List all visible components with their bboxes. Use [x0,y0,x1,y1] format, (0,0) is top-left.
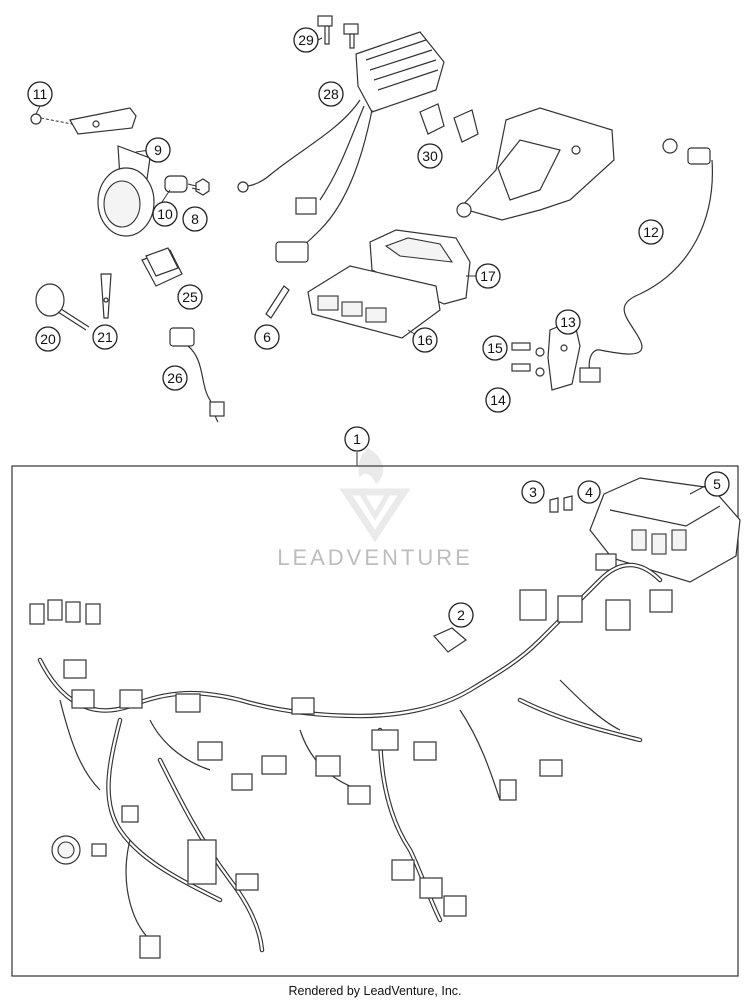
svg-text:11: 11 [33,86,48,102]
svg-text:6: 6 [263,329,271,345]
callout-2[interactable]: 2 [448,602,474,628]
svg-text:1: 1 [353,431,361,447]
svg-text:16: 16 [417,332,433,348]
svg-text:14: 14 [490,392,506,408]
svg-text:8: 8 [191,211,199,227]
callout-28[interactable]: 28 [318,81,344,107]
callout-13[interactable]: 13 [555,309,581,335]
callout-15[interactable]: 15 [482,335,508,361]
callout-4[interactable]: 4 [577,480,601,504]
callout-5[interactable]: 5 [704,471,730,497]
svg-text:15: 15 [487,340,503,356]
connector-2 [433,627,467,653]
cable-tie [35,283,90,331]
callout-30[interactable]: 30 [417,143,443,169]
clips-30 [419,103,479,143]
svg-text:5: 5 [713,476,721,492]
callout-10[interactable]: 10 [152,201,178,227]
svg-text:13: 13 [560,314,576,330]
svg-text:17: 17 [480,268,496,284]
callout-14[interactable]: 14 [485,387,511,413]
sensor-cable-26 [169,327,225,423]
footer-credit: Rendered by LeadVenture, Inc. [288,984,462,998]
harness-frame [11,465,739,977]
callout-25[interactable]: 25 [177,284,203,310]
svg-text:26: 26 [167,370,183,386]
callout-21[interactable]: 21 [92,324,118,350]
voltage-regulator [237,31,445,263]
callout-12[interactable]: 12 [638,219,664,245]
svg-text:3: 3 [529,484,537,500]
callout-3[interactable]: 3 [521,480,545,504]
svg-text:20: 20 [40,331,56,347]
svg-text:30: 30 [422,148,438,164]
bolt-29 [317,15,359,49]
callout-26[interactable]: 26 [162,365,188,391]
relay [141,247,183,287]
svg-text:28: 28 [323,86,339,102]
watermark-text: LEADVENTURE [277,545,473,570]
callout-11[interactable]: 11 [27,81,53,107]
svg-text:10: 10 [157,206,173,222]
watermark-logo [339,448,411,543]
svg-text:4: 4 [585,484,593,500]
callout-1[interactable]: 1 [344,426,370,452]
sensor-cable-12 [579,138,713,383]
fuse-strip [265,285,290,319]
fuse-box [589,477,741,583]
svg-text:21: 21 [97,329,113,345]
svg-text:29: 29 [298,32,314,48]
callout-8[interactable]: 8 [182,206,208,232]
main-wiring-harness [37,562,663,953]
callout-9[interactable]: 9 [145,137,171,163]
callout-6[interactable]: 6 [254,324,280,350]
callout-17[interactable]: 17 [475,263,501,289]
svg-text:2: 2 [457,607,465,623]
callout-16[interactable]: 16 [412,327,438,353]
mounting-bracket [456,107,615,221]
ecu [307,265,441,339]
svg-text:12: 12 [643,224,659,240]
clip-strip [100,273,112,319]
horn-assembly [30,107,210,237]
small-fuses-3-4 [549,495,573,513]
svg-text:25: 25 [182,289,198,305]
svg-text:9: 9 [154,142,162,158]
ecu-cover [369,229,471,305]
bolts-14-15 [511,342,545,377]
callout-29[interactable]: 29 [293,27,319,53]
harness-connectors [29,589,673,959]
callout-20[interactable]: 20 [35,326,61,352]
